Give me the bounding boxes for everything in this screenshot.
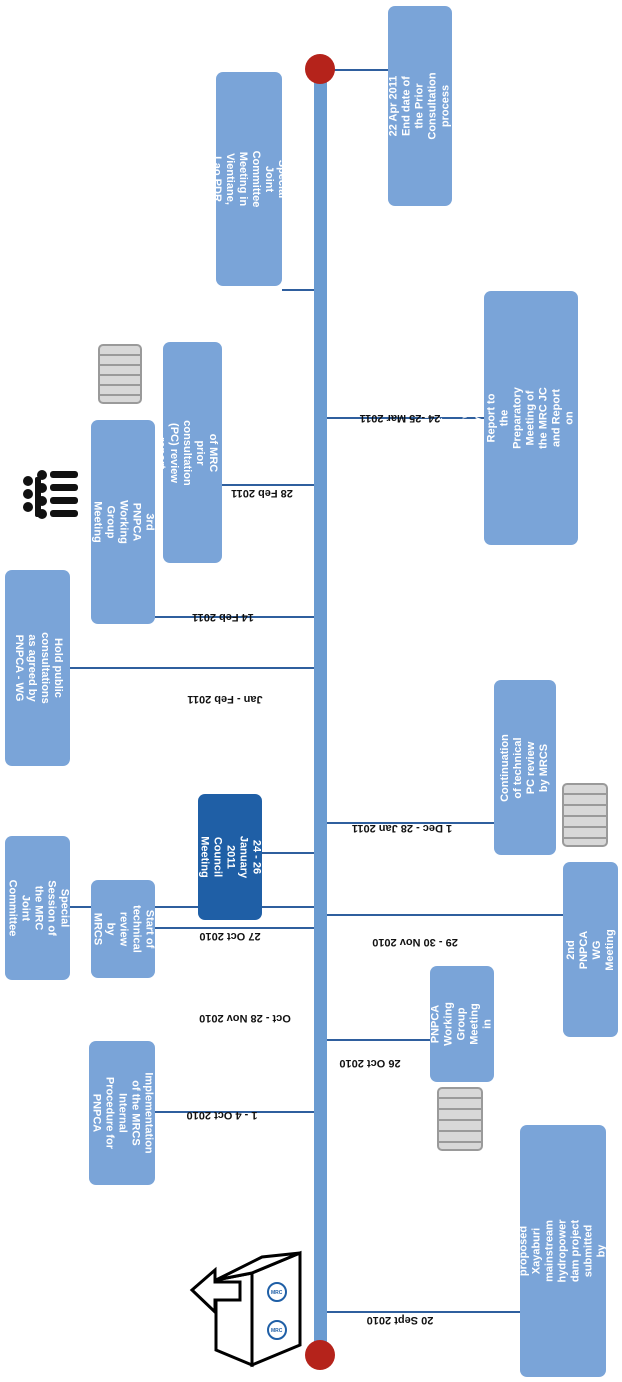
end-dot bbox=[305, 54, 335, 84]
event-box-1st-pnpca-wg: 1st PNPCA Working Group Meeting in Vient… bbox=[417, 966, 507, 1082]
event-box-3rd-pnpca-wg: 3rd PNPCA Working Group Meeting bbox=[91, 420, 156, 624]
meeting-table-icon-1 bbox=[98, 344, 142, 404]
svg-text:MRC: MRC bbox=[271, 1328, 283, 1334]
people-group-icon bbox=[23, 470, 78, 519]
meeting-table-icon-3 bbox=[562, 783, 608, 847]
event-box-jc-special-session: Special Session of the MRC Joint Committ… bbox=[5, 836, 70, 980]
event-box-end-date: 22 Apr 2011 End date of the Prior Consul… bbox=[388, 6, 452, 206]
event-box-internal-procedure: Implementation of the MRCS Internal Proc… bbox=[89, 1041, 155, 1185]
event-box-public-consultations: Hold public consultations as agreed by P… bbox=[5, 570, 70, 766]
ballot-logo-text: MRC MRC bbox=[271, 1290, 283, 1334]
ballot-box-icon bbox=[189, 1250, 302, 1368]
svg-text:MRC: MRC bbox=[271, 1290, 283, 1296]
event-box-final-draft-report: Final draft of MRC prior consultation (P… bbox=[155, 342, 232, 563]
event-box-technical-review-start: Start of technical review by MRCS bbox=[91, 880, 156, 978]
event-box-technical-review-continuation: Continuation of technical PC review by M… bbox=[494, 680, 556, 855]
meeting-table-icon-2 bbox=[437, 1087, 483, 1151]
event-box-final-submission: Submission of the Final Draft MRC PC Rev… bbox=[421, 291, 622, 545]
event-box-council-meeting: 24 - 26 January 2011 Council Meeting bbox=[198, 794, 263, 920]
start-dot bbox=[305, 1340, 335, 1370]
event-box-submission-receipt: MRCS receipt of submission on the propos… bbox=[466, 1125, 622, 1377]
event-box-special-jc-meeting: 21 Apr 2011 Special Joint Committee Meet… bbox=[185, 72, 314, 286]
event-box-field-visit: Visit to field site and 2nd PNPCA WG Mee… bbox=[526, 862, 622, 1037]
timeline-axis bbox=[314, 66, 327, 1354]
